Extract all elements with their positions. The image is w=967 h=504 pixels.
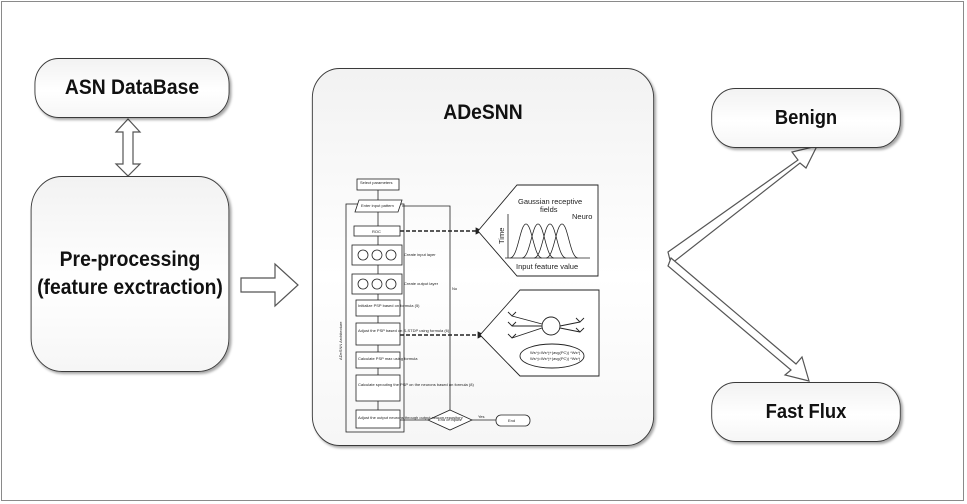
- arrow-to-benign: [667, 145, 819, 266]
- adesnn-box: ADeSNN: [311, 68, 655, 446]
- fast-flux-label: Fast Flux: [765, 400, 847, 423]
- benign-box: Benign: [711, 88, 901, 148]
- preprocessing-box: Pre-processing (feature exctraction): [30, 176, 230, 372]
- adesnn-title: ADeSNN: [443, 101, 523, 124]
- preprocessing-label: Pre-processing: [59, 248, 201, 271]
- asn-database-label: ASN DataBase: [64, 76, 200, 99]
- asn-database-box: ASN DataBase: [34, 58, 230, 118]
- benign-label: Benign: [774, 106, 838, 129]
- preprocessing-sublabel: (feature exctraction): [37, 276, 223, 299]
- block-arrow-right: [240, 262, 299, 308]
- arrow-to-fastflux: [667, 256, 810, 382]
- bidirectional-arrow: [114, 118, 142, 177]
- fast-flux-box: Fast Flux: [711, 382, 901, 442]
